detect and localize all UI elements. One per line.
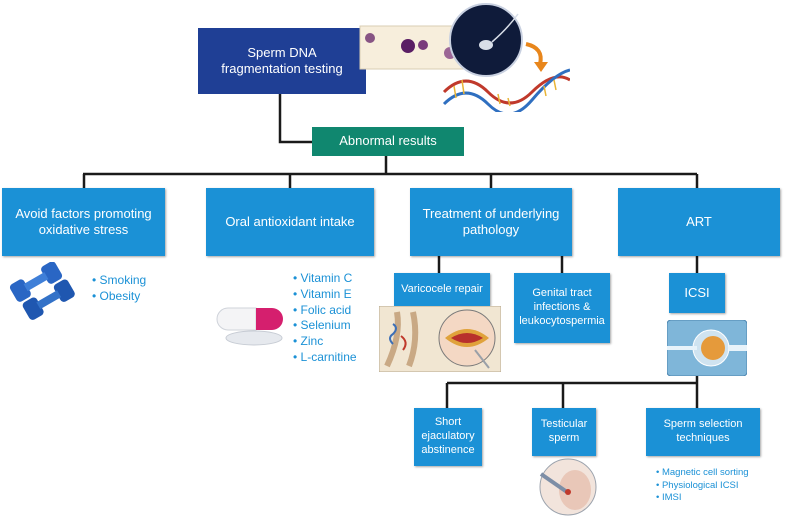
abnormal-results-box: Abnormal results bbox=[312, 127, 464, 156]
varicocele-repair-box: Varicocele repair bbox=[394, 273, 490, 306]
varicocele-repair-label: Varicocele repair bbox=[401, 282, 483, 295]
root-box: Sperm DNA fragmentation testing bbox=[198, 28, 366, 94]
sperm-dna-illustration bbox=[359, 3, 570, 112]
avoid-oxidative-stress-box: Avoid factors promoting oxidative stress bbox=[2, 188, 165, 256]
underlying-pathology-box: Treatment of underlying pathology bbox=[410, 188, 572, 256]
list-item: • Zinc bbox=[293, 334, 324, 349]
abnormal-results-label: Abnormal results bbox=[339, 133, 437, 149]
list-item: • L-carnitine bbox=[293, 350, 357, 365]
art-box: ART bbox=[618, 188, 780, 256]
testicular-sperm-label: Testicular sperm bbox=[540, 418, 588, 444]
dumbbell-illustration bbox=[9, 262, 75, 320]
sperm-selection-label: Sperm selection techniques bbox=[663, 418, 743, 444]
icsi-illustration bbox=[667, 320, 747, 376]
list-item: • Physiological ICSI bbox=[656, 479, 739, 491]
list-item: • Vitamin C bbox=[293, 271, 353, 285]
root-label: Sperm DNA fragmentation testing bbox=[221, 44, 343, 76]
icsi-box: ICSI bbox=[669, 273, 725, 313]
sperm-selection-box: Sperm selection techniques bbox=[646, 408, 760, 456]
genital-infections-box: Genital tract infections & leukocytosper… bbox=[514, 273, 610, 343]
underlying-pathology-label: Treatment of underlying pathology bbox=[422, 205, 560, 237]
pill-illustration bbox=[216, 307, 283, 346]
root-to-abnormal-line bbox=[278, 94, 312, 144]
list-item: • Smoking bbox=[92, 273, 147, 287]
list-item: • Vitamin E bbox=[293, 286, 352, 301]
art-label: ART bbox=[686, 213, 712, 229]
short-abstinence-label: Short ejaculatory abstinence bbox=[421, 416, 475, 456]
oral-antioxidant-label: Oral antioxidant intake bbox=[225, 213, 355, 229]
list-item: • IMSI bbox=[656, 492, 682, 504]
avoid-oxidative-stress-label: Avoid factors promoting oxidative stress bbox=[15, 205, 152, 237]
sperm-selection-list: • Magnetic cell sorting • Physiological … bbox=[656, 467, 749, 505]
testicular-sperm-box: Testicular sperm bbox=[532, 408, 596, 456]
list-item: • Magnetic cell sorting bbox=[656, 467, 749, 478]
icsi-label: ICSI bbox=[684, 284, 710, 300]
list-item: • Obesity bbox=[92, 288, 141, 303]
varicocele-illustration bbox=[379, 306, 501, 372]
avoid-factor-list: • Smoking • Obesity bbox=[92, 273, 146, 305]
list-item: • Folic acid bbox=[293, 302, 352, 317]
genital-infections-label: Genital tract infections & leukocytosper… bbox=[519, 287, 605, 327]
list-item: • Selenium bbox=[293, 318, 351, 333]
antioxidant-list: • Vitamin C • Vitamin E • Folic acid • S… bbox=[293, 271, 357, 366]
testicular-sperm-illustration bbox=[539, 458, 597, 516]
short-abstinence-box: Short ejaculatory abstinence bbox=[414, 408, 482, 466]
oral-antioxidant-box: Oral antioxidant intake bbox=[206, 188, 374, 256]
